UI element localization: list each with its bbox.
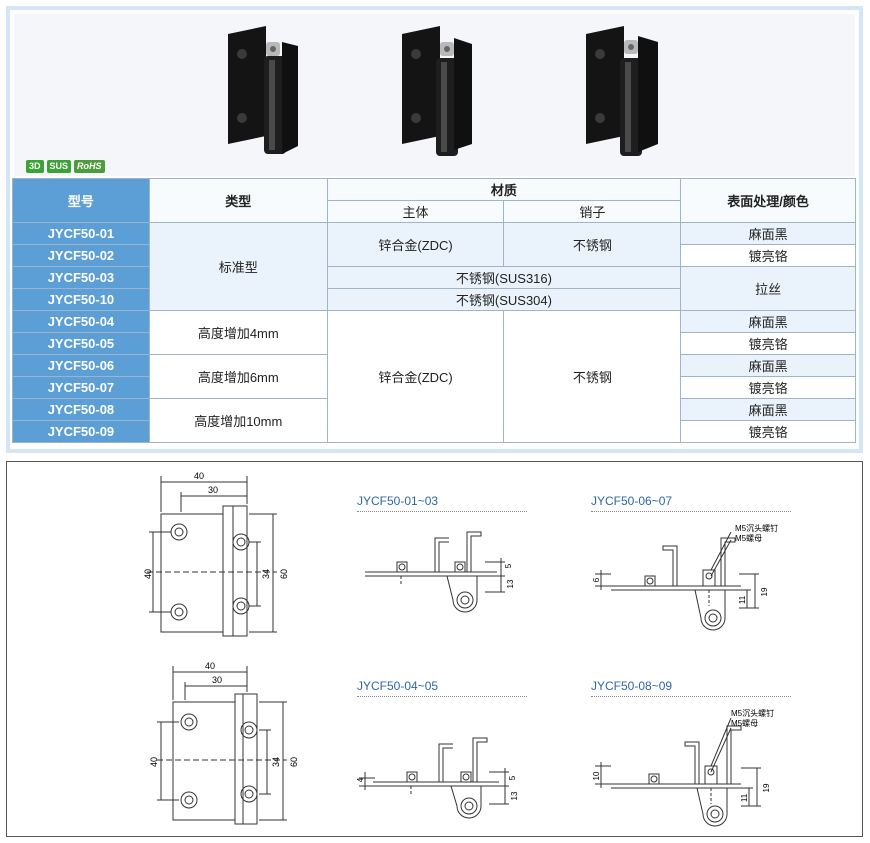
side-view-drawing: 4 5 13: [356, 737, 519, 819]
side-view-drawing: 5 13: [365, 531, 515, 613]
dim-width-30: 30: [208, 485, 218, 495]
drawing-title: JYCF50-01~03: [357, 494, 439, 508]
header-type: 类型: [148, 178, 328, 223]
side-view-drawing: M5沉头螺钉 M5螺母 10 11 19: [592, 708, 774, 827]
model-cell: JYCF50-09: [12, 420, 150, 443]
header-pin: 销子: [503, 200, 682, 223]
note-nut: M5螺母: [731, 718, 758, 728]
title-underline: [591, 511, 791, 512]
pin-material-cell: 不锈钢: [503, 222, 682, 267]
drawing-title: JYCF50-04~05: [357, 679, 439, 693]
model-cell: JYCF50-08: [12, 398, 150, 421]
finish-cell: 麻面黑: [680, 398, 856, 421]
dim-height-60: 60: [279, 569, 289, 579]
hinge-photo: [228, 26, 298, 154]
dim-width-40: 40: [194, 471, 204, 481]
dim-11: 11: [740, 793, 749, 802]
dim-19: 19: [762, 783, 771, 792]
dim-width-40: 40: [205, 661, 215, 671]
model-cell: JYCF50-10: [12, 288, 150, 311]
dim-6: 6: [592, 577, 601, 582]
note-screw: M5沉头螺钉: [731, 708, 774, 718]
dim-width-30: 30: [212, 675, 222, 685]
dim-10: 10: [592, 771, 601, 780]
dim-4: 4: [356, 777, 365, 782]
type-cell: 高度增加4mm: [148, 310, 328, 355]
finish-cell: 镀亮铬: [680, 376, 856, 399]
title-underline: [591, 696, 791, 697]
model-cell: JYCF50-05: [12, 332, 150, 355]
finish-cell: 麻面黑: [680, 354, 856, 377]
model-cell: JYCF50-03: [12, 266, 150, 289]
pin-material-cell: 不锈钢: [503, 310, 682, 443]
header-body: 主体: [326, 200, 505, 223]
material-cell: 不锈钢(SUS316): [326, 266, 682, 289]
dim-11: 11: [738, 595, 747, 604]
model-cell: JYCF50-06: [12, 354, 150, 377]
body-material-cell: 锌合金(ZDC): [326, 222, 505, 267]
dim-height-60: 60: [289, 757, 299, 767]
model-cell: JYCF50-07: [12, 376, 150, 399]
dim-height-34: 34: [261, 569, 271, 579]
title-underline: [357, 696, 527, 697]
badge-3d: 3D: [26, 160, 44, 173]
dim-height-40: 40: [143, 569, 153, 579]
side-view-drawing: M5沉头螺钉 M5螺母 6 11 19: [592, 523, 778, 631]
drawing-title: JYCF50-06~07: [591, 494, 673, 508]
header-model: 型号: [12, 178, 150, 223]
dim-5: 5: [504, 563, 513, 568]
dim-height-40: 40: [149, 757, 159, 767]
hinge-photo: [586, 26, 658, 156]
type-cell: 高度增加10mm: [148, 398, 328, 443]
front-view-drawing: 40 30 40 34 60: [149, 661, 299, 825]
note-screw: M5沉头螺钉: [735, 523, 778, 533]
technical-drawings: 40 30 40 34 60 40 30 40 34 60 JYCF50-: [6, 461, 863, 837]
header-material: 材质: [326, 178, 682, 201]
title-underline: [357, 511, 527, 512]
material-cell: 不锈钢(SUS304): [326, 288, 682, 311]
dim-height-34: 34: [271, 757, 281, 767]
finish-cell: 镀亮铬: [680, 420, 856, 443]
finish-cell: 麻面黑: [680, 222, 856, 245]
product-photos: 3D SUS RoHS: [14, 14, 855, 176]
dim-13: 13: [510, 791, 519, 800]
badge-rohs: RoHS: [74, 160, 105, 173]
note-nut: M5螺母: [735, 533, 762, 543]
finish-cell: 镀亮铬: [680, 244, 856, 267]
dim-5: 5: [508, 775, 517, 780]
front-view-drawing: 40 30 40 34 60: [143, 471, 289, 637]
type-cell: 高度增加6mm: [148, 354, 328, 399]
dim-19: 19: [760, 587, 769, 596]
certification-badges: 3D SUS RoHS: [26, 160, 105, 173]
finish-cell: 拉丝: [680, 266, 856, 311]
model-cell: JYCF50-02: [12, 244, 150, 267]
body-material-cell: 锌合金(ZDC): [326, 310, 505, 443]
model-cell: JYCF50-01: [12, 222, 150, 245]
drawing-title: JYCF50-08~09: [591, 679, 673, 693]
finish-cell: 麻面黑: [680, 310, 856, 333]
header-finish: 表面处理/颜色: [680, 178, 856, 223]
type-cell: 标准型: [148, 222, 328, 311]
spec-table: 型号 类型 材质 表面处理/颜色 主体 销子 JYCF50-01 标准型 锌合金…: [12, 178, 856, 443]
dim-13: 13: [506, 579, 515, 588]
badge-sus: SUS: [46, 160, 72, 173]
hinge-photo: [402, 26, 472, 156]
model-cell: JYCF50-04: [12, 310, 150, 333]
finish-cell: 镀亮铬: [680, 332, 856, 355]
